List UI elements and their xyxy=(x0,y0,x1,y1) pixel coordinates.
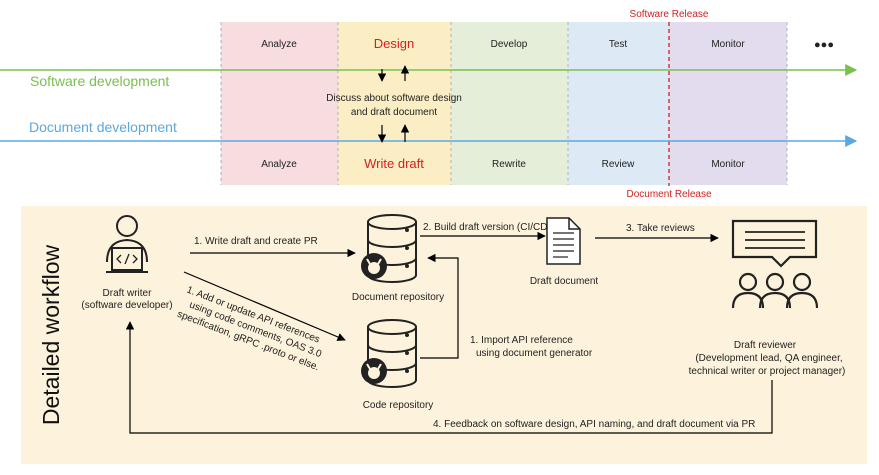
phase-design-bg xyxy=(338,22,451,185)
step2-label: 2. Build draft version (CI/CD) xyxy=(423,222,551,233)
document-release-label: Document Release xyxy=(626,189,711,200)
reviewer-desc-2: technical writer or project manager) xyxy=(689,366,846,377)
phase-top-monitor: Monitor xyxy=(711,39,745,50)
step1-label: 1. Write draft and create PR xyxy=(194,236,318,247)
phase-test-bg xyxy=(568,22,669,185)
phase-top-develop: Develop xyxy=(491,39,528,50)
phase-top-analyze: Analyze xyxy=(261,39,297,50)
workflow-side-title: Detailed workflow xyxy=(38,244,64,425)
phase-bottom-write-draft: Write draft xyxy=(364,156,424,171)
feedback-arrow xyxy=(125,321,773,434)
discuss-label-2: and draft document xyxy=(351,107,437,118)
phase-bottom-review: Review xyxy=(602,159,636,170)
person-laptop-icon xyxy=(106,215,148,273)
phase-columns xyxy=(220,22,788,185)
database-github-icon xyxy=(361,319,417,388)
import-label-2: using document generator xyxy=(476,348,593,359)
phase-analyze-bg xyxy=(221,22,338,185)
writer-label-2: (software developer) xyxy=(81,300,172,311)
phase-bottom-monitor: Monitor xyxy=(711,159,745,170)
update-api-arrow xyxy=(183,271,346,341)
writer-label-1: Draft writer xyxy=(103,288,153,299)
phase-bottom-analyze: Analyze xyxy=(261,159,297,170)
ellipsis-label: ●●● xyxy=(814,39,834,51)
software-dev-label: Software development xyxy=(30,73,169,89)
discuss-label-1: Discuss about software design xyxy=(326,93,462,104)
doc-repo-label: Document repository xyxy=(352,292,444,303)
software-release-label: Software Release xyxy=(630,9,709,20)
code-repo-label: Code repository xyxy=(363,400,434,411)
phase-develop-bg xyxy=(451,22,568,185)
step4-label: 4. Feedback on software design, API nami… xyxy=(433,419,755,430)
chat-group-icon xyxy=(731,219,819,309)
phase-top-design: Design xyxy=(374,36,414,51)
import-api-arrow xyxy=(420,253,459,359)
reviewer-title: Draft reviewer xyxy=(734,340,797,351)
step3-label: 3. Take reviews xyxy=(626,223,695,234)
reviewer-desc-1: (Development lead, QA engineer, xyxy=(695,353,842,364)
phase-monitor-bg xyxy=(669,22,787,185)
database-github-icon xyxy=(361,214,417,283)
document-dev-label: Document development xyxy=(29,119,177,135)
workflow-panel xyxy=(21,206,867,464)
document-icon xyxy=(546,217,581,265)
draft-doc-label: Draft document xyxy=(530,276,599,287)
phase-bottom-rewrite: Rewrite xyxy=(492,159,526,170)
phase-top-test: Test xyxy=(609,39,628,50)
import-label-1: 1. Import API reference xyxy=(470,335,573,346)
